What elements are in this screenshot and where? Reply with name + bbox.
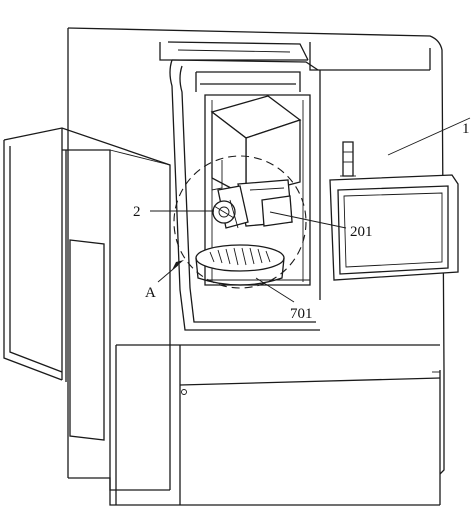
side-unit xyxy=(3,127,171,491)
label-machine: 1 xyxy=(462,121,470,137)
label-detail-view: A xyxy=(145,285,156,301)
spindle-assembly xyxy=(211,160,293,229)
screw-icon xyxy=(181,389,187,395)
door-frame xyxy=(169,59,320,331)
control-panel xyxy=(329,141,459,281)
label-spindle-part: 201 xyxy=(350,224,373,240)
leader-lines xyxy=(150,117,471,303)
arrow-icon xyxy=(172,260,184,270)
detail-circle xyxy=(173,155,307,289)
spindle-head xyxy=(210,95,302,198)
rotary-table xyxy=(195,244,285,286)
main-cabinet xyxy=(67,27,445,506)
label-rotary-table: 701 xyxy=(290,306,313,322)
label-spindle-assembly: 2 xyxy=(133,204,141,220)
